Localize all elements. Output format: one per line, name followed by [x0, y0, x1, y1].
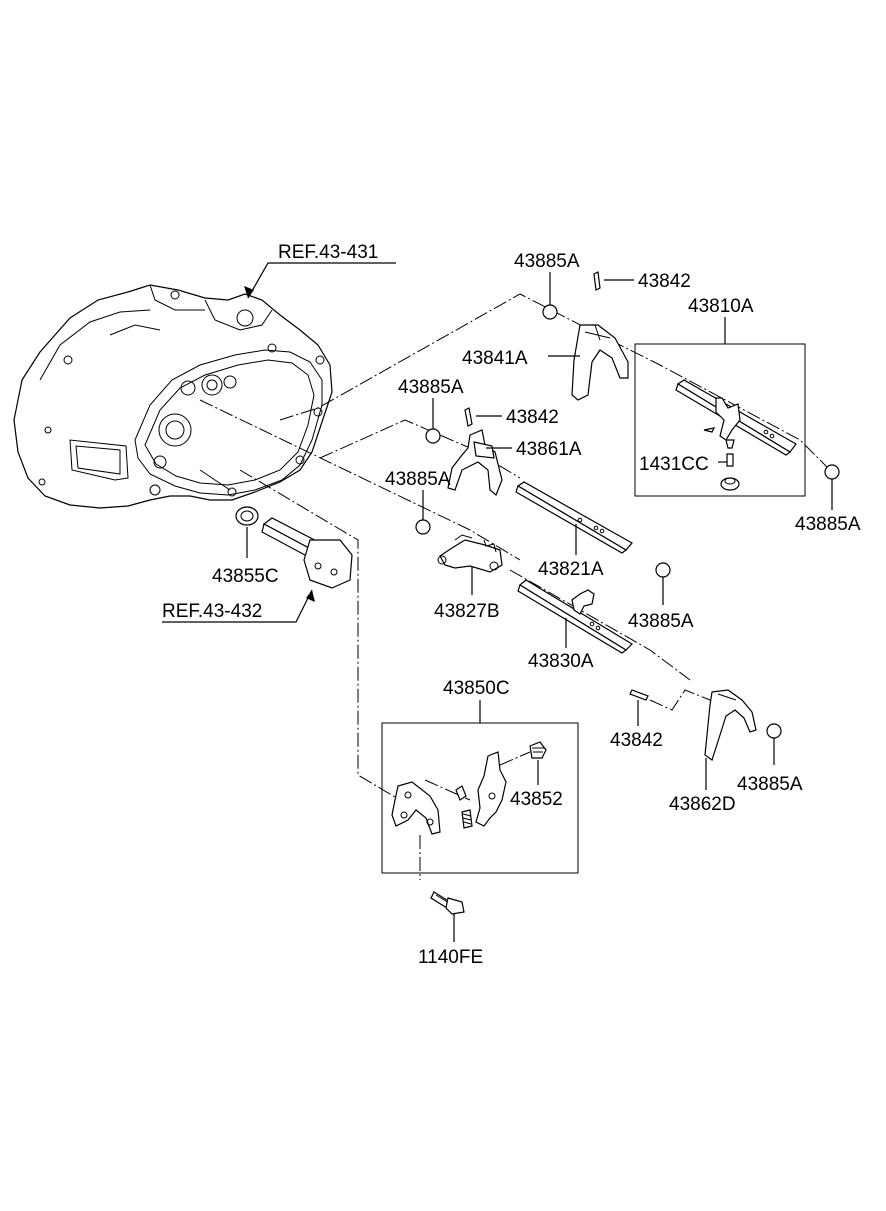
- shift-rail-43830a: 43830A: [517, 579, 633, 672]
- svg-text:REF.43-432: REF.43-432: [162, 601, 262, 622]
- svg-text:1431CC: 1431CC: [639, 454, 709, 475]
- svg-text:1140FE: 1140FE: [418, 947, 483, 968]
- svg-text:43850C: 43850C: [443, 678, 510, 699]
- pin-43842-top: 43842: [593, 271, 691, 292]
- bolt-1140fe: 1140FE: [418, 891, 483, 968]
- svg-text:43842: 43842: [610, 730, 663, 751]
- svg-text:43885A: 43885A: [795, 514, 861, 535]
- bushing-43885a-lower: 43885A: [385, 469, 451, 535]
- svg-text:43885A: 43885A: [737, 774, 803, 795]
- ref-43-432: REF.43-432: [162, 589, 315, 623]
- oil-seal-43855c: 43855C: [212, 506, 279, 587]
- shift-fork-43861a: 43861A: [447, 429, 582, 496]
- svg-text:43885A: 43885A: [398, 377, 464, 398]
- svg-text:43841A: 43841A: [462, 348, 528, 369]
- svg-text:43810A: 43810A: [688, 296, 754, 317]
- pin-43842-mid: 43842: [464, 407, 559, 428]
- svg-text:43885A: 43885A: [628, 611, 694, 632]
- svg-text:43842: 43842: [506, 407, 559, 428]
- svg-text:43861A: 43861A: [516, 439, 582, 460]
- svg-text:43852: 43852: [510, 789, 563, 810]
- svg-text:43855C: 43855C: [212, 566, 279, 587]
- svg-text:43842: 43842: [638, 271, 691, 292]
- bushing-43885a-top: 43885A: [514, 251, 580, 320]
- rail-assy-43810a: 43810A 1431CC: [634, 296, 806, 497]
- shift-lug-43827b: 43827B: [434, 534, 503, 622]
- svg-text:REF.43-431: REF.43-431: [278, 242, 378, 263]
- svg-text:43862D: 43862D: [669, 794, 736, 815]
- shift-fork-43862d: 43862D: [669, 689, 757, 815]
- bushing-43885a-lower-right: 43885A: [737, 723, 803, 795]
- pin-43842-lower: 43842: [610, 689, 663, 751]
- bushing-43885a-right: 43885A: [795, 464, 861, 535]
- bushing-43885a-mid-right: 43885A: [628, 562, 694, 632]
- transmission-case: [13, 284, 333, 509]
- svg-text:43821A: 43821A: [538, 559, 604, 580]
- svg-text:43885A: 43885A: [514, 251, 580, 272]
- selector-assy-43850c: 43850C 43852: [381, 678, 579, 874]
- shift-sleeve: [261, 517, 353, 589]
- shift-rail-43821a: 43821A: [515, 481, 633, 580]
- ref-43-431: REF.43-431: [244, 242, 396, 299]
- svg-text:43885A: 43885A: [385, 469, 451, 490]
- bushing-43885a-mid: 43885A: [398, 377, 464, 444]
- svg-text:43827B: 43827B: [434, 601, 500, 622]
- svg-text:43830A: 43830A: [528, 651, 594, 672]
- shift-fork-43841a: 43841A: [462, 324, 629, 401]
